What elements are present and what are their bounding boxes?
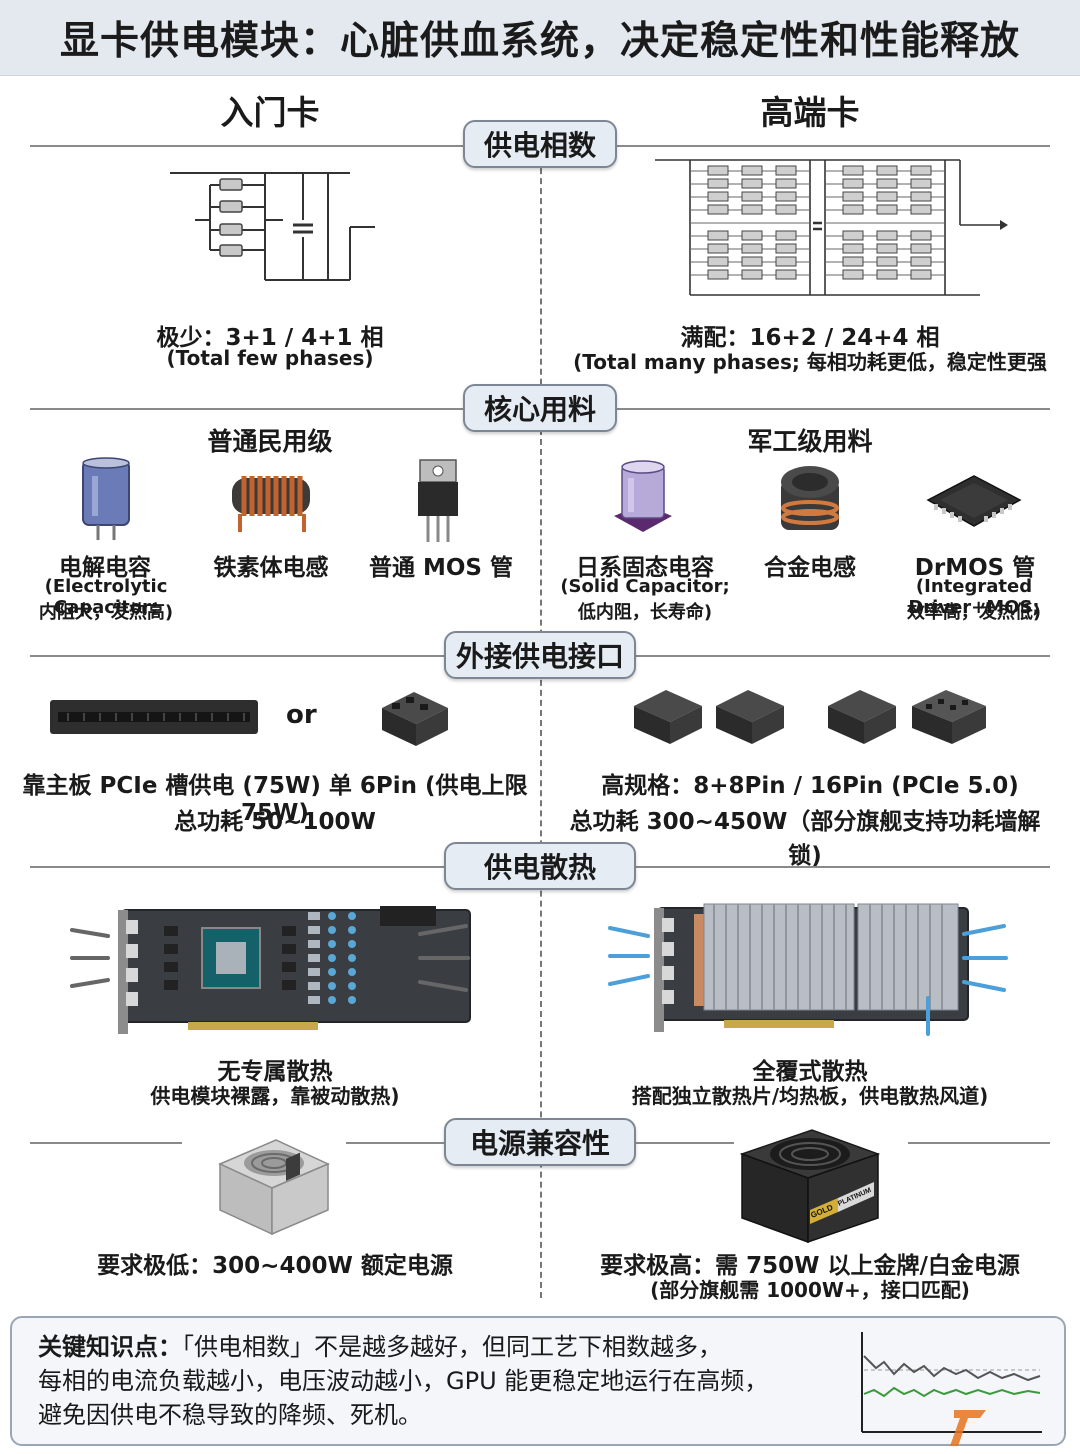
premium-psu-icon: GOLD PLATINUM	[739, 1129, 881, 1244]
ferrite-inductor-icon	[232, 476, 310, 532]
key-points-text: 关键知识点：「供电相数」不是越多越好，但同工艺下相数越多， 每相的电流负载越小，…	[38, 1330, 828, 1432]
mosfet-icon	[418, 459, 458, 542]
material-right-desc-3b: 效率高，发热低)	[906, 602, 1042, 623]
connector-right-line1: 高规格：8+8Pin / 16Pin (PCIe 5.0)	[601, 773, 1019, 799]
psu-right-sub: (部分旗舰需 1000W+，接口匹配)	[650, 1278, 970, 1302]
many-phases-text: 满配：16+2 / 24+4 相	[680, 325, 940, 351]
many-phases-subtext: (Total many phases; 每相功耗更低，稳定性更强	[573, 350, 1047, 374]
watermark-logo-icon	[950, 1410, 986, 1446]
sixteen-pin-connectors-icon	[828, 690, 986, 744]
material-right-desc-1a: (Solid Capacitor;	[560, 576, 730, 597]
pcie-slot-icon	[50, 700, 258, 734]
bare-pcb-card-icon	[70, 906, 471, 1034]
psu-right-main: 要求极高：需 750W 以上金牌/白金电源	[600, 1253, 1020, 1279]
section-label-psu: 电源兼容性	[444, 1118, 636, 1166]
section-line-psu-right	[908, 1142, 1050, 1144]
center-divider	[540, 148, 542, 1298]
connector-left-line1: 靠主板 PCIe 槽供电 (75W) 单 6Pin (供电上限 75W)	[22, 773, 528, 826]
few-phases-text: 极少：3+1 / 4+1 相	[156, 325, 384, 351]
material-left-name-3: 普通 MOS 管	[368, 555, 514, 581]
connector-left-line2: 总功耗 50~100W	[174, 809, 376, 835]
alloy-inductor-icon	[781, 466, 839, 530]
material-right-name-1: 日系固态电容	[576, 555, 714, 581]
electrolytic-capacitor-icon	[82, 457, 130, 540]
cooling-right-sub: 搭配独立散热片/均热板，供电散热风道)	[631, 1084, 989, 1108]
connector-right-line2: 总功耗 300~450W（部分旗舰支持功耗墙解锁)	[569, 809, 1041, 869]
consumer-grade-heading: 普通民用级	[207, 427, 333, 456]
key-points-line2: 每相的电流负载越小，电压波动越小，GPU 能更稳定地运行在高频，	[38, 1367, 769, 1395]
material-left-name-2: 铁素体电感	[213, 555, 329, 581]
solid-capacitor-icon	[614, 460, 672, 532]
section-line-psu-mid-right	[636, 1142, 734, 1144]
cooling-left-main: 无专属散热	[217, 1059, 333, 1085]
key-points-line1: 「供电相数」不是越多越好，但同工艺下相数越多，	[182, 1333, 722, 1361]
voltage-ripple-chart-icon	[861, 1332, 1042, 1433]
material-left-desc-1a: (Electrolytic Capacitor;	[44, 576, 168, 618]
eight-pin-connectors-icon	[634, 690, 784, 744]
material-right-name-3: DrMOS 管	[914, 555, 1036, 581]
material-left-name-1: 电解电容	[59, 555, 151, 581]
left-column-header: 入门卡	[220, 93, 320, 132]
cooling-right-main: 全覆式散热	[752, 1059, 868, 1085]
key-points-box: 关键知识点：「供电相数」不是越多越好，但同工艺下相数越多， 每相的电流负载越小，…	[10, 1316, 1066, 1446]
section-label-phases: 供电相数	[463, 120, 617, 168]
covered-heatsink-card-icon	[608, 903, 1008, 1036]
cooling-left-sub: 供电模块裸露，靠被动散热)	[150, 1084, 400, 1108]
section-line-psu-mid-left	[346, 1142, 444, 1144]
material-right-desc-3a: (Integrated Driver+MOS;	[908, 576, 1040, 618]
many-phase-circuit-icon	[655, 159, 1008, 296]
title-bar: 显卡供电模块：心脏供血系统，决定稳定性和性能释放	[0, 0, 1080, 76]
right-column-header: 高端卡	[760, 93, 860, 132]
section-label-connector: 外接供电接口	[444, 631, 636, 679]
page-title: 显卡供电模块：心脏供血系统，决定稳定性和性能释放	[59, 18, 1020, 64]
military-grade-heading: 军工级用料	[747, 427, 873, 456]
key-points-label: 关键知识点：	[38, 1333, 182, 1361]
basic-psu-icon	[218, 1139, 330, 1236]
or-text: or	[286, 700, 317, 730]
few-phase-circuit-icon	[170, 172, 375, 281]
material-right-name-2: 合金电感	[764, 555, 856, 581]
section-label-cooling: 供电散热	[444, 842, 636, 890]
few-phases-subtext: (Total few phases)	[166, 346, 374, 370]
key-points-line3: 避免因供电不稳导致的降频、死机。	[38, 1401, 422, 1429]
drmos-chip-icon	[926, 475, 1022, 527]
material-left-desc-1b: 内阻大，发热高)	[38, 602, 174, 623]
section-line-psu-left	[30, 1142, 182, 1144]
material-right-desc-1b: 低内阻，长寿命)	[577, 602, 713, 623]
section-label-materials: 核心用料	[463, 384, 617, 432]
six-pin-connector-icon	[382, 692, 448, 746]
psu-left-main: 要求极低：300~400W 额定电源	[97, 1253, 453, 1279]
